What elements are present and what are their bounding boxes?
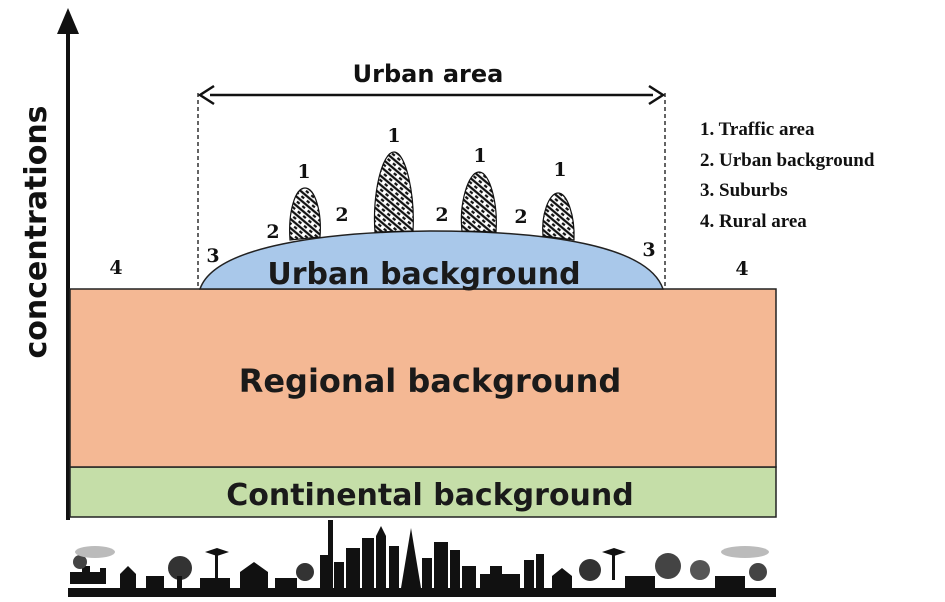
regional-background-layer bbox=[69, 288, 777, 468]
y-axis-label: concentrations bbox=[19, 105, 54, 358]
urban-area-label: Urban area bbox=[353, 60, 504, 88]
traffic-peak bbox=[460, 171, 497, 233]
traffic-peak bbox=[289, 187, 321, 241]
y-axis-arrowhead bbox=[57, 8, 79, 34]
marker-urban-background: 2 bbox=[514, 206, 527, 228]
marker-rural: 4 bbox=[109, 257, 122, 279]
smog-plume bbox=[75, 546, 769, 558]
marker-suburbs: 3 bbox=[642, 239, 655, 261]
urban-background-dome bbox=[198, 230, 665, 290]
marker-traffic: 1 bbox=[387, 125, 400, 147]
marker-urban-background: 2 bbox=[435, 204, 448, 226]
legend-item-rural-area: 4. Rural area bbox=[700, 210, 807, 232]
regional-background-label: Regional background bbox=[239, 362, 622, 400]
marker-urban-background: 2 bbox=[335, 204, 348, 226]
traffic-peak bbox=[373, 151, 414, 233]
marker-traffic: 1 bbox=[473, 145, 486, 167]
marker-rural: 4 bbox=[735, 258, 748, 280]
traffic-peak bbox=[542, 192, 575, 241]
marker-traffic: 1 bbox=[553, 159, 566, 181]
urban-area-arrow-right-head bbox=[648, 84, 666, 106]
legend: 1. Traffic area 2. Urban background 3. S… bbox=[700, 115, 874, 237]
urban-area-arrow-left-head bbox=[197, 84, 215, 106]
marker-suburbs: 3 bbox=[206, 245, 219, 267]
legend-item-suburbs: 3. Suburbs bbox=[700, 180, 788, 201]
continental-background-layer bbox=[69, 466, 777, 518]
marker-urban-background: 2 bbox=[266, 221, 279, 243]
legend-item-urban-background: 2. Urban background bbox=[700, 149, 875, 171]
continental-background-label: Continental background bbox=[226, 478, 634, 513]
legend-item-traffic-area: 1. Traffic area bbox=[700, 119, 815, 140]
marker-traffic: 1 bbox=[297, 161, 310, 183]
urban-background-label: Urban background bbox=[267, 257, 580, 292]
city-skyline-silhouette bbox=[68, 520, 776, 597]
